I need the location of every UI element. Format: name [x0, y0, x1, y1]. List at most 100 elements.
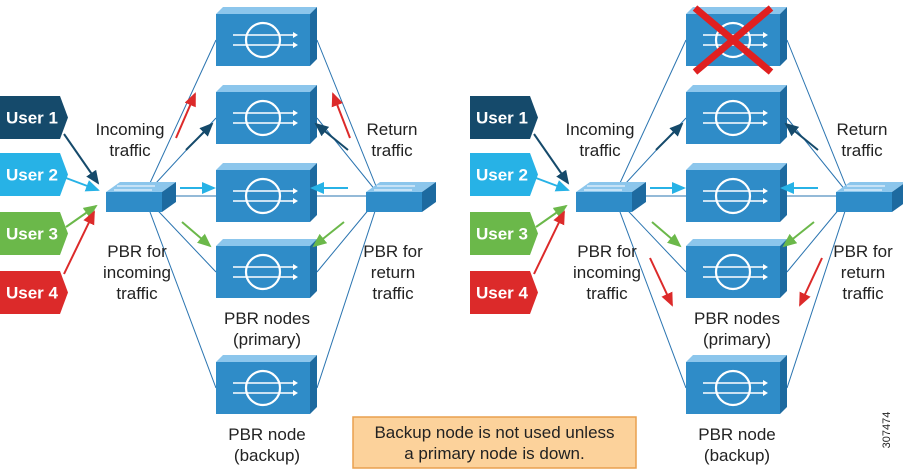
- return-arrow-user1: [784, 122, 819, 151]
- service-circle-icon: [714, 21, 752, 59]
- switch-front: [836, 192, 892, 212]
- pbr-incoming-label-line-1: PBR for: [107, 242, 167, 261]
- service-circle-icon: [244, 253, 282, 291]
- node-front: [216, 92, 310, 144]
- node-top: [216, 163, 317, 170]
- link-line: [316, 195, 381, 389]
- node-side: [780, 239, 787, 298]
- pbr-switch-incoming: [106, 182, 176, 212]
- link-line: [143, 195, 217, 389]
- return-arrow-user1: [314, 122, 349, 151]
- switch-front: [366, 192, 422, 212]
- node-side: [310, 7, 317, 66]
- pbr-node-primary: [216, 7, 317, 66]
- node-top: [686, 85, 787, 92]
- node-front: [686, 362, 780, 414]
- node-arrow-icon: [763, 198, 768, 204]
- service-circle-icon: [244, 21, 282, 59]
- user-3-box: [470, 212, 538, 255]
- user-2-label: User 2: [6, 166, 58, 185]
- node-arrow-icon: [763, 42, 768, 48]
- node-arrow-icon: [293, 188, 298, 194]
- user-1-arrow: [63, 133, 100, 185]
- pbr-node-backup: [216, 355, 317, 414]
- node-arrow-icon: [293, 32, 298, 38]
- node-top: [686, 355, 787, 362]
- primary-nodes-label-line-2: (primary): [703, 330, 771, 349]
- pbr-node-primary: [216, 85, 317, 144]
- pbr-node-primary: [686, 85, 787, 144]
- node-arrow-icon: [293, 42, 298, 48]
- user-4-label: User 4: [6, 284, 59, 303]
- link-line: [316, 39, 381, 197]
- note-box: [352, 416, 637, 469]
- primary-nodes-label-line-1: PBR nodes: [694, 309, 780, 328]
- primary-nodes-label-line-1: PBR nodes: [224, 309, 310, 328]
- incoming-traffic-label-line-2: traffic: [579, 141, 621, 160]
- pbr-incoming-label-line-1: PBR for: [577, 242, 637, 261]
- link-line: [786, 195, 851, 389]
- switch-side: [422, 182, 436, 212]
- pbr-incoming-label-line-3: traffic: [116, 284, 158, 303]
- user-4-arrow: [533, 210, 565, 275]
- node-arrow-icon: [763, 188, 768, 194]
- user-1-box: [0, 96, 68, 139]
- node-arrow-icon: [293, 198, 298, 204]
- pbr-switch-return: [836, 182, 903, 212]
- node-top: [216, 85, 317, 92]
- user-3-label: User 3: [6, 225, 58, 244]
- user-4-label: User 4: [476, 284, 529, 303]
- link-line: [613, 39, 687, 197]
- incoming-traffic-label-line-1: Incoming: [566, 120, 635, 139]
- node-front: [686, 246, 780, 298]
- user-3-label: User 3: [476, 225, 528, 244]
- node-arrow-icon: [763, 120, 768, 126]
- link-line: [786, 39, 851, 197]
- user-3-arrow: [535, 204, 568, 228]
- switch-side: [162, 182, 176, 212]
- backup-note: Backup node is not used unless a primary…: [352, 416, 637, 469]
- service-circle-icon: [714, 99, 752, 137]
- node-arrow-icon: [763, 110, 768, 116]
- node-arrow-icon: [293, 390, 298, 396]
- primary-nodes-label-line-2: (primary): [233, 330, 301, 349]
- user-1-label: User 1: [6, 109, 58, 128]
- switch-front: [576, 192, 632, 212]
- node-side: [780, 7, 787, 66]
- pbr-incoming-label-line-2: incoming: [103, 263, 171, 282]
- user-2-arrow: [65, 177, 100, 192]
- user-4-arrow: [63, 210, 95, 275]
- user-1-box: [470, 96, 538, 139]
- note-line-1: Backup node is not used unless: [374, 423, 614, 442]
- service-circle-icon: [714, 177, 752, 215]
- link-line: [143, 39, 217, 197]
- pbr-incoming-label-line-2: incoming: [573, 263, 641, 282]
- node-front: [216, 170, 310, 222]
- pbr-switch-return: [366, 182, 436, 212]
- user-3-arrow: [65, 204, 98, 228]
- pbr-node-primary: [686, 7, 787, 66]
- user-2-label: User 2: [476, 166, 528, 185]
- incoming-traffic-label-line-2: traffic: [109, 141, 151, 160]
- node-side: [310, 85, 317, 144]
- pbr-return-label-line-3: traffic: [842, 284, 884, 303]
- failure-x-icon: [692, 5, 774, 75]
- node-arrow-icon: [763, 274, 768, 280]
- service-circle-icon: [244, 369, 282, 407]
- note-line-2: a primary node is down.: [404, 444, 584, 463]
- node-side: [780, 163, 787, 222]
- return-arrow-user3: [782, 221, 815, 248]
- node-side: [780, 85, 787, 144]
- traffic-arrow-user3: [181, 221, 212, 248]
- user-2-box: [0, 153, 68, 196]
- node-top: [216, 7, 317, 14]
- return-traffic-label-line-1: Return: [366, 120, 417, 139]
- user-4-box: [470, 271, 538, 314]
- return-arrow-user3: [312, 221, 345, 248]
- node-arrow-icon: [293, 274, 298, 280]
- return-arrow-user4: [799, 257, 823, 307]
- link-line: [613, 195, 687, 389]
